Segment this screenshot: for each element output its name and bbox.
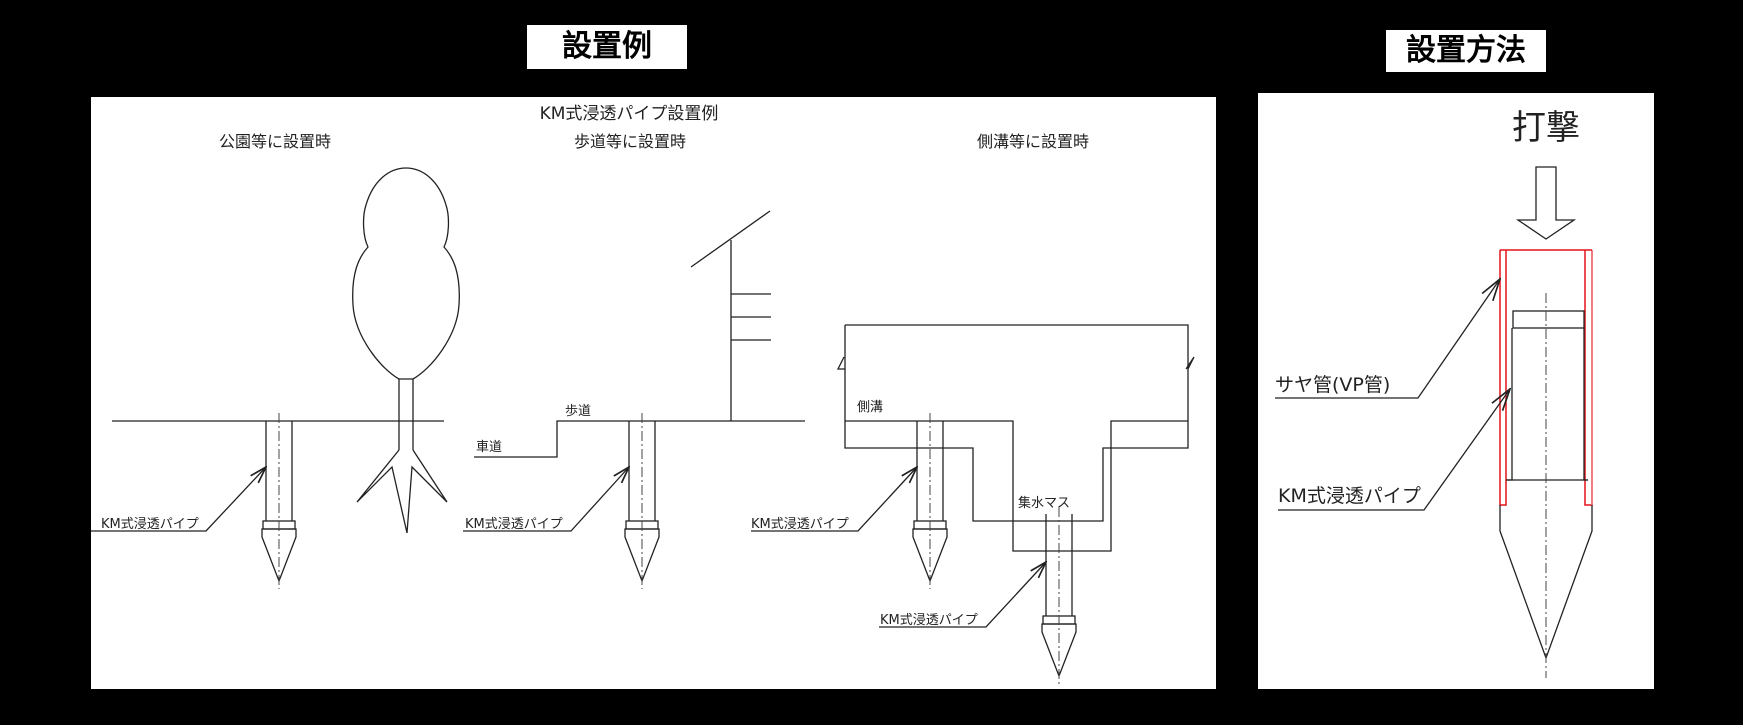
caption-gutter: 側溝等に設置時 <box>977 132 1089 151</box>
pipe-label-gutter-1: KM式浸透パイプ <box>751 517 849 532</box>
gutter-structure <box>836 324 1195 552</box>
road-sidewalk-profile <box>474 420 805 458</box>
tree-icon <box>352 167 460 534</box>
method-drawing: 打撃 サヤ管(VP管) KM式浸透パイプ <box>1275 108 1593 678</box>
pipe-label-park: KM式浸透パイプ <box>101 517 199 532</box>
gutter-label: 側溝 <box>857 400 883 415</box>
sleeve-label: サヤ管(VP管) <box>1275 374 1390 396</box>
infiltration-pipe <box>624 413 660 589</box>
sidewalk-label: 歩道 <box>565 404 591 419</box>
infiltration-pipe <box>261 413 297 589</box>
leader-line <box>91 467 266 532</box>
caption-sidewalk: 歩道等に設置時 <box>574 132 686 151</box>
heading-installation-examples: 設置例 <box>527 25 687 69</box>
leader-line <box>1278 389 1510 511</box>
strike-arrow-icon <box>1515 166 1577 240</box>
gutter-example: 側溝 集水マス KM式浸透パイプ KM式浸透パイプ <box>751 324 1195 684</box>
caption-park: 公園等に設置時 <box>219 132 331 151</box>
sidewalk-example: 車道 歩道 KM式浸透パイプ <box>463 210 805 589</box>
leader-line <box>879 562 1046 628</box>
examples-drawing: KM式浸透パイプ設置例 公園等に設置時 歩道等に設置時 側溝等に設置時 KM式浸… <box>91 104 1195 684</box>
examples-title: KM式浸透パイプ設置例 <box>540 104 719 124</box>
road-label: 車道 <box>476 440 502 455</box>
pipe-label-sidewalk: KM式浸透パイプ <box>465 517 563 532</box>
infiltration-pipe <box>912 413 948 589</box>
infiltration-pipe <box>1499 293 1593 678</box>
method-panel: 打撃 サヤ管(VP管) KM式浸透パイプ <box>1258 93 1654 689</box>
catch-basin-label: 集水マス <box>1018 495 1070 511</box>
leader-line <box>751 467 917 532</box>
sleeve-pipe <box>1499 249 1593 506</box>
examples-panel: KM式浸透パイプ設置例 公園等に設置時 歩道等に設置時 側溝等に設置時 KM式浸… <box>91 97 1216 689</box>
pipe-label-method: KM式浸透パイプ <box>1278 485 1421 507</box>
leader-line <box>463 467 629 532</box>
infiltration-pipe <box>1041 507 1077 684</box>
building-icon <box>690 210 771 421</box>
pipe-label-gutter-2: KM式浸透パイプ <box>880 613 978 628</box>
park-example: KM式浸透パイプ <box>91 167 460 589</box>
leader-line <box>1275 279 1500 399</box>
strike-label: 打撃 <box>1512 108 1580 148</box>
heading-installation-method: 設置方法 <box>1386 30 1546 72</box>
